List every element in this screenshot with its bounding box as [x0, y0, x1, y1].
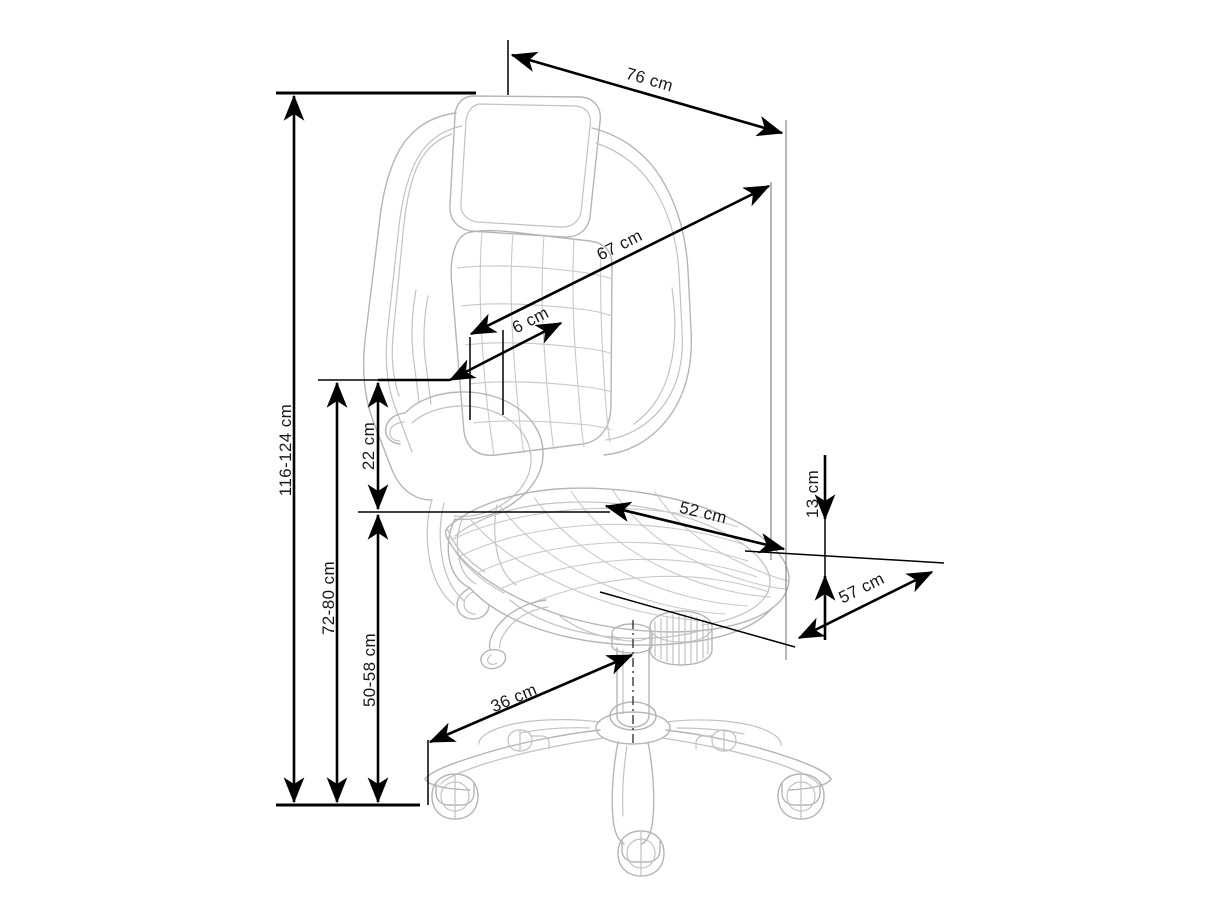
- dimension-label-seat-thickness: 13 cm: [803, 470, 822, 518]
- dimension-back-height: 72-80 cm: [318, 379, 418, 804]
- dimension-label-seat-height: 50-58 cm: [360, 633, 379, 707]
- armrest-support: [426, 499, 465, 606]
- seat-depth-plane-top: [744, 550, 945, 564]
- armrest-left: [384, 391, 544, 620]
- caster-back-right: [695, 729, 737, 752]
- dimension-seat-height: 50-58 cm: [358, 511, 610, 804]
- dimension-label-back-height: 72-80 cm: [319, 561, 338, 635]
- caster-right: [777, 773, 825, 820]
- backrest-outer-shell: [363, 112, 463, 501]
- seat-depth-plane-bottom: [599, 591, 796, 648]
- dimension-armrest-height: 22 cm: [359, 381, 389, 511]
- caster-front: [617, 830, 665, 877]
- dimension-label-armrest-height: 22 cm: [359, 422, 378, 470]
- caster-left: [431, 773, 479, 820]
- casters: [431, 729, 825, 877]
- dimension-total-height: 116-124 cm: [276, 94, 305, 804]
- dimension-label-total-height: 116-124 cm: [276, 404, 295, 497]
